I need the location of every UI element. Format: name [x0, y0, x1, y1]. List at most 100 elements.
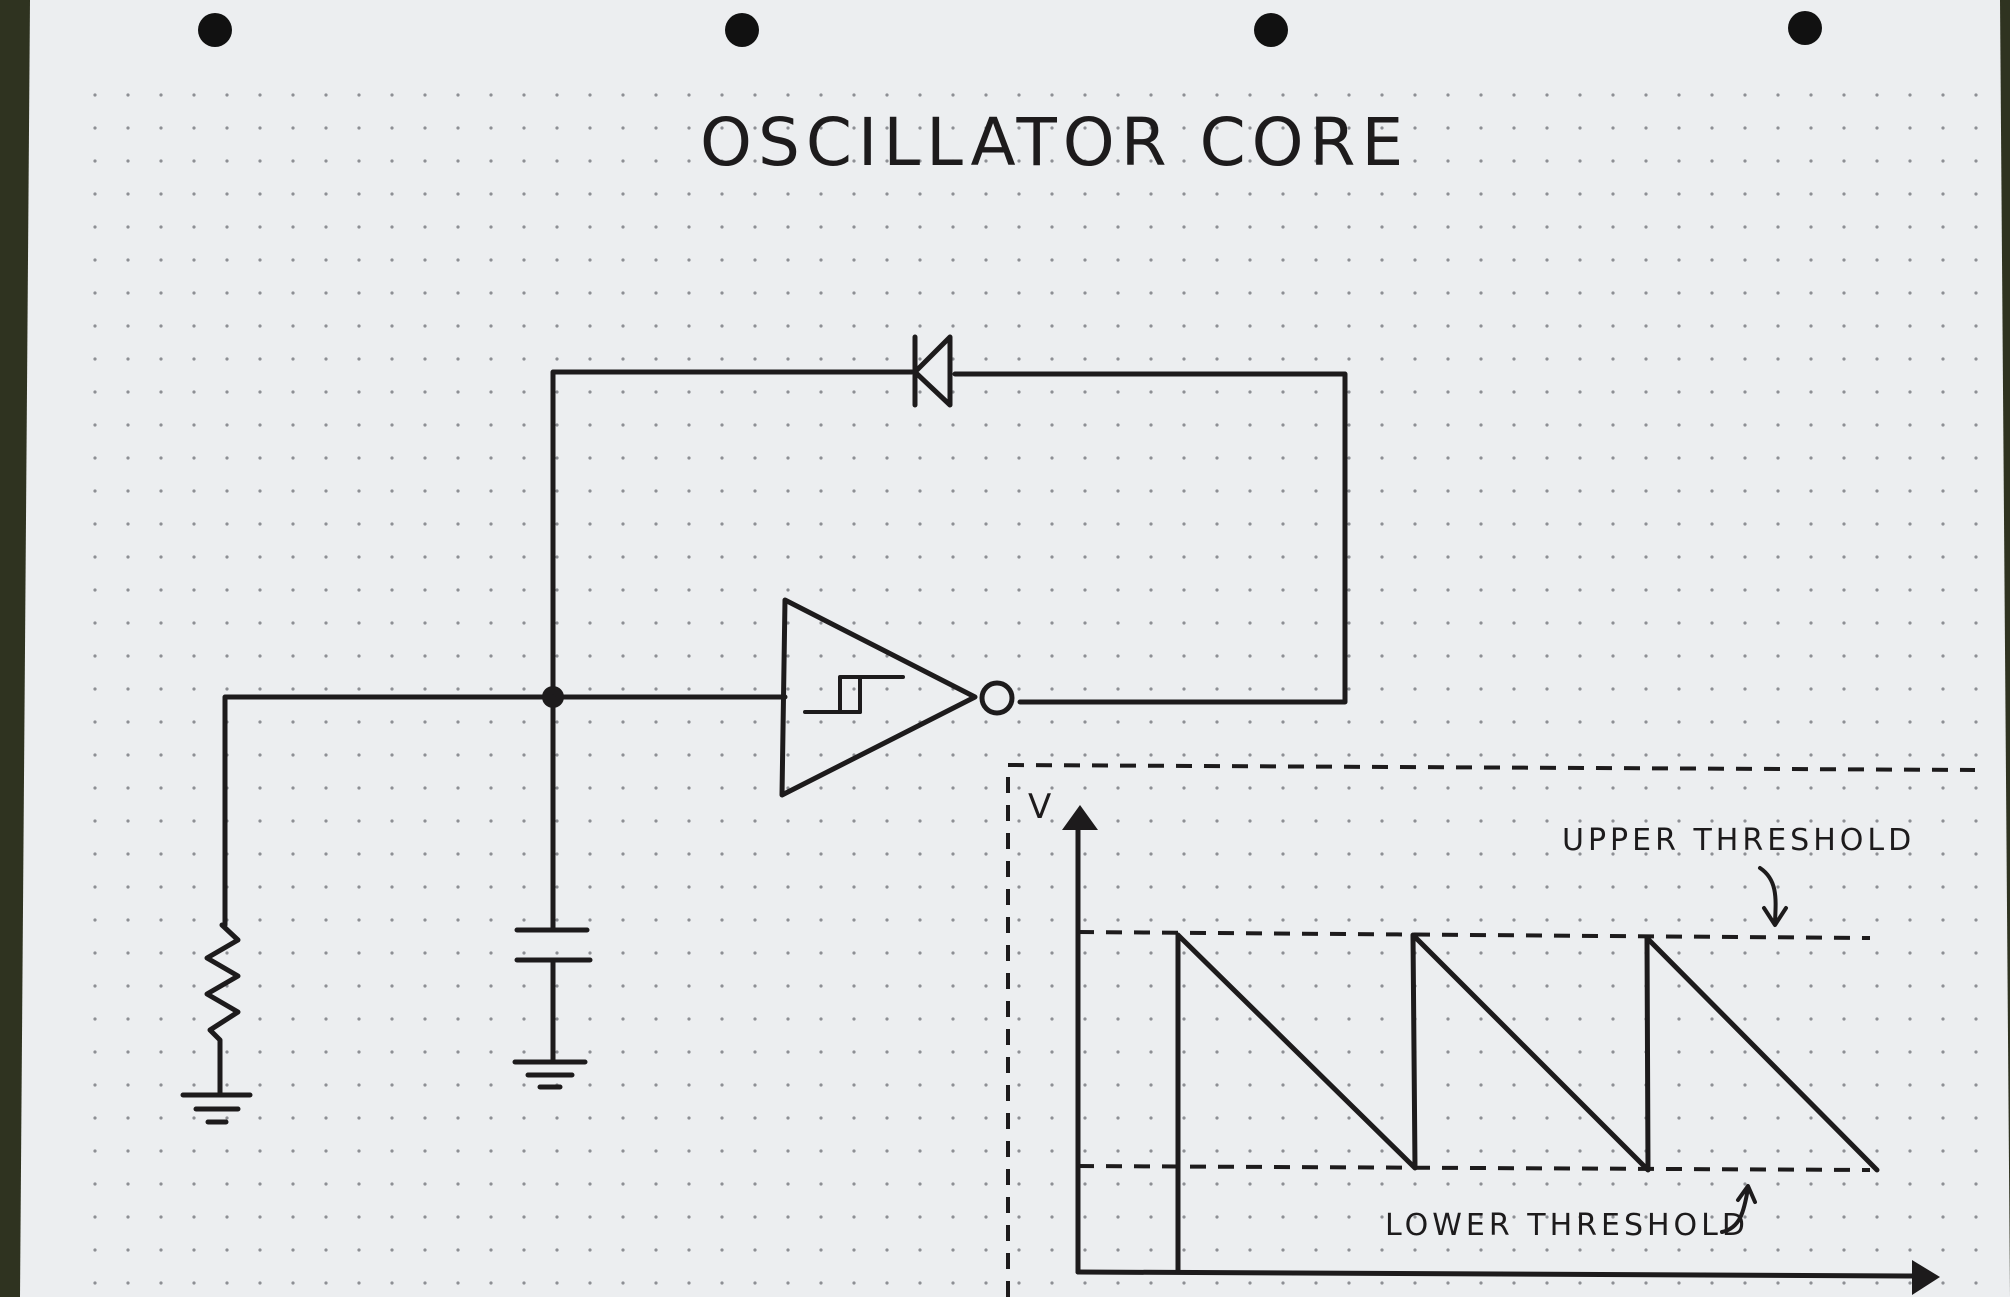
grid-dot	[1974, 687, 1978, 691]
grid-dot	[852, 258, 856, 262]
grid-dot	[1083, 258, 1087, 262]
grid-dot	[1050, 225, 1054, 229]
grid-dot	[1050, 126, 1054, 130]
grid-dot	[522, 258, 526, 262]
grid-dot	[1875, 225, 1879, 229]
grid-dot	[621, 357, 625, 361]
grid-dot	[687, 390, 691, 394]
grid-dot	[1809, 984, 1813, 988]
grid-dot	[456, 291, 460, 295]
grid-dot	[1215, 885, 1219, 889]
grid-dot	[1644, 126, 1648, 130]
grid-dot	[1182, 489, 1186, 493]
grid-dot	[753, 1248, 757, 1252]
grid-dot	[1017, 1083, 1021, 1087]
grid-dot	[720, 1182, 724, 1186]
grid-dot	[1182, 390, 1186, 394]
grid-dot	[1083, 984, 1087, 988]
grid-dot	[1644, 1182, 1648, 1186]
grid-dot	[159, 852, 163, 856]
grid-dot	[456, 819, 460, 823]
grid-dot	[720, 324, 724, 328]
grid-dot	[786, 258, 790, 262]
grid-dot	[423, 423, 427, 427]
grid-dot	[1941, 555, 1945, 559]
grid-dot	[390, 225, 394, 229]
grid-dot	[1017, 159, 1021, 163]
grid-dot	[1908, 984, 1912, 988]
grid-dot	[258, 918, 262, 922]
grid-dot	[1611, 852, 1615, 856]
grid-dot	[1347, 1083, 1351, 1087]
grid-dot	[687, 1248, 691, 1252]
grid-dot	[390, 1017, 394, 1021]
grid-dot	[1578, 1215, 1582, 1219]
grid-dot	[1314, 357, 1318, 361]
grid-dot	[819, 324, 823, 328]
grid-dot	[291, 159, 295, 163]
grid-dot	[1248, 654, 1252, 658]
grid-dot	[1941, 786, 1945, 790]
grid-dot	[456, 621, 460, 625]
grid-dot	[1314, 753, 1318, 757]
grid-dot	[357, 93, 361, 97]
grid-dot	[423, 1083, 427, 1087]
grid-dot	[1842, 390, 1846, 394]
grid-dot	[1479, 852, 1483, 856]
grid-dot	[1050, 1182, 1054, 1186]
grid-dot	[720, 687, 724, 691]
grid-dot	[621, 786, 625, 790]
grid-dot	[687, 852, 691, 856]
grid-dot	[324, 489, 328, 493]
grid-dot	[588, 357, 592, 361]
grid-dot	[1611, 192, 1615, 196]
grid-dot	[1347, 126, 1351, 130]
grid-dot	[390, 654, 394, 658]
grid-dot	[192, 522, 196, 526]
grid-dot	[192, 159, 196, 163]
grid-dot	[1182, 687, 1186, 691]
grid-dot	[819, 918, 823, 922]
grid-dot	[621, 984, 625, 988]
grid-dot	[1347, 786, 1351, 790]
grid-dot	[819, 852, 823, 856]
binder-hole	[725, 13, 759, 47]
grid-dot	[192, 423, 196, 427]
grid-dot	[1215, 1050, 1219, 1054]
grid-dot	[654, 753, 658, 757]
grid-dot	[159, 621, 163, 625]
grid-dot	[1941, 258, 1945, 262]
grid-dot	[1809, 819, 1813, 823]
grid-dot	[885, 720, 889, 724]
grid-dot	[1413, 654, 1417, 658]
grid-dot	[1941, 951, 1945, 955]
grid-dot	[1842, 1017, 1846, 1021]
grid-dot	[1743, 324, 1747, 328]
grid-dot	[852, 1083, 856, 1087]
grid-dot	[1083, 753, 1087, 757]
grid-dot	[93, 192, 97, 196]
grid-dot	[1479, 786, 1483, 790]
grid-dot	[1281, 1182, 1285, 1186]
grid-dot	[1908, 720, 1912, 724]
grid-dot	[1908, 885, 1912, 889]
grid-dot	[1479, 1050, 1483, 1054]
grid-dot	[1578, 456, 1582, 460]
grid-dot	[1479, 192, 1483, 196]
grid-dot	[753, 1083, 757, 1087]
grid-dot	[1347, 423, 1351, 427]
grid-dot	[885, 786, 889, 790]
grid-dot	[1545, 687, 1549, 691]
grid-dot	[258, 1017, 262, 1021]
grid-dot	[1446, 984, 1450, 988]
grid-dot	[687, 1116, 691, 1120]
grid-dot	[456, 93, 460, 97]
grid-dot	[918, 1050, 922, 1054]
grid-dot	[1512, 225, 1516, 229]
grid-dot	[885, 555, 889, 559]
grid-dot	[984, 93, 988, 97]
grid-dot	[1314, 291, 1318, 295]
grid-dot	[1710, 456, 1714, 460]
grid-dot	[192, 1248, 196, 1252]
grid-dot	[1974, 1248, 1978, 1252]
